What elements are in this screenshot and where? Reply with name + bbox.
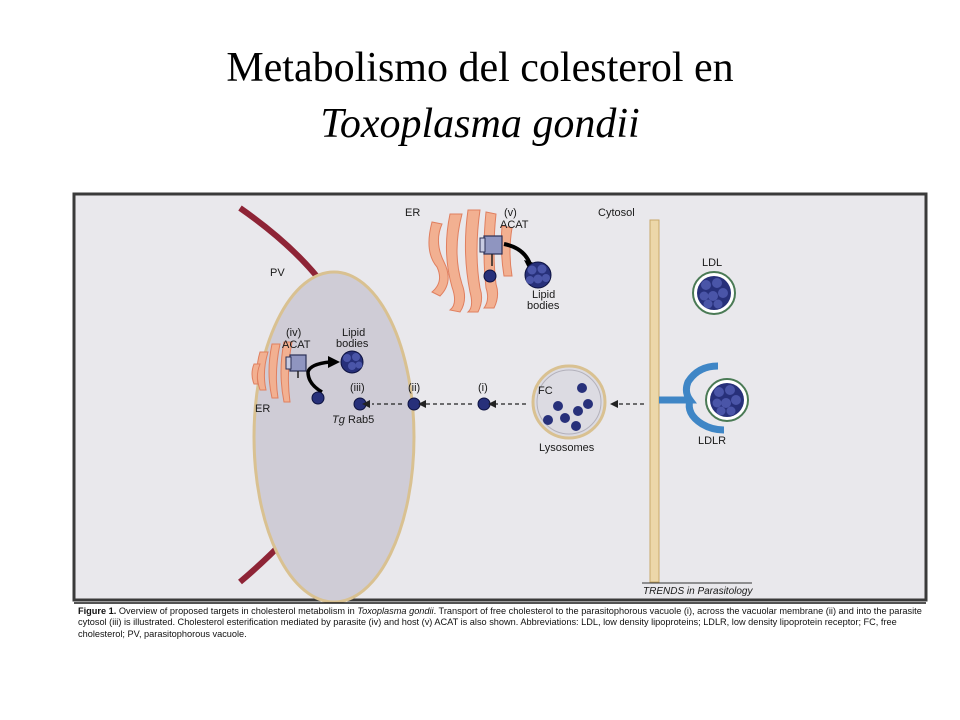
- caption-text-b: . Transport of free cholesterol to the p…: [78, 606, 922, 639]
- title-line-1: Metabolismo del colesterol en: [226, 45, 734, 91]
- label-lipid-top-1: Lipid: [532, 289, 555, 301]
- parasite-body: [252, 270, 416, 604]
- label-ldlr: LDLR: [698, 435, 726, 447]
- label-acat-v: ACAT: [500, 219, 529, 231]
- lipid-bodies-top: [524, 261, 552, 289]
- label-source: TRENDS in Parasitology: [643, 586, 753, 597]
- caption-organism: Toxoplasma gondii: [357, 606, 434, 616]
- label-cytosol: Cytosol: [598, 207, 635, 219]
- label-lipid-in-1: Lipid: [342, 327, 365, 339]
- ldl-receptor: [659, 362, 725, 434]
- label-lipid-top-2: bodies: [527, 300, 560, 312]
- transport-arrowhead-iii: [362, 400, 370, 408]
- acat-host-box: [483, 235, 503, 255]
- label-ldl: LDL: [702, 257, 722, 269]
- label-lipid-in-2: bodies: [336, 338, 369, 350]
- transport-arrowhead-i: [488, 400, 496, 408]
- label-acat-iv: ACAT: [282, 339, 311, 351]
- acat-parasite-arrowhead: [328, 356, 340, 368]
- figure: PV ER Cytosol (v) ACAT Lipid bodies (iv)…: [72, 192, 928, 644]
- label-lysosomes: Lysosomes: [539, 442, 595, 454]
- ldl-bound-particle: [705, 378, 749, 422]
- label-pv: PV: [270, 267, 285, 279]
- lysosome: [531, 364, 607, 440]
- title-line-2-organism: Toxoplasma gondii: [320, 101, 640, 147]
- slide-title: Metabolismo del colesterol en Toxoplasma…: [0, 40, 960, 152]
- host-membrane-bar: [649, 219, 660, 583]
- label-step-i: (i): [478, 382, 488, 394]
- lipid-bodies-parasite: [340, 350, 364, 374]
- label-fc: FC: [538, 385, 553, 397]
- diagram-panel: [72, 192, 928, 602]
- transport-arrowhead-lysosome: [610, 400, 618, 408]
- label-rab5: Rab5: [348, 414, 374, 426]
- figure-caption: Figure 1. Overview of proposed targets i…: [78, 606, 924, 640]
- caption-figure-label: Figure 1.: [78, 606, 117, 616]
- acat-parasite-side: [285, 356, 292, 370]
- label-tg: Tg: [332, 414, 346, 426]
- label-acat-iv-num: (iv): [286, 327, 301, 339]
- caption-text-a: Overview of proposed targets in choleste…: [116, 606, 358, 616]
- fc-molecule-parasite-er: [311, 391, 325, 405]
- transport-arrowhead-ii: [418, 400, 426, 408]
- label-acat-v-num: (v): [504, 207, 517, 219]
- ldl-particle: [692, 271, 736, 315]
- er-top: [428, 209, 513, 313]
- acat-host-side: [479, 237, 486, 253]
- acat-parasite-arrow: [306, 360, 331, 394]
- label-step-iii: (iii): [350, 382, 365, 394]
- label-er-parasite: ER: [255, 403, 270, 415]
- acat-parasite-box: [289, 354, 307, 372]
- fc-molecule-host-er: [483, 269, 497, 283]
- label-step-ii: (ii): [408, 382, 420, 394]
- diagram-svg: PV ER Cytosol (v) ACAT Lipid bodies (iv)…: [72, 192, 928, 604]
- label-er-top: ER: [405, 207, 420, 219]
